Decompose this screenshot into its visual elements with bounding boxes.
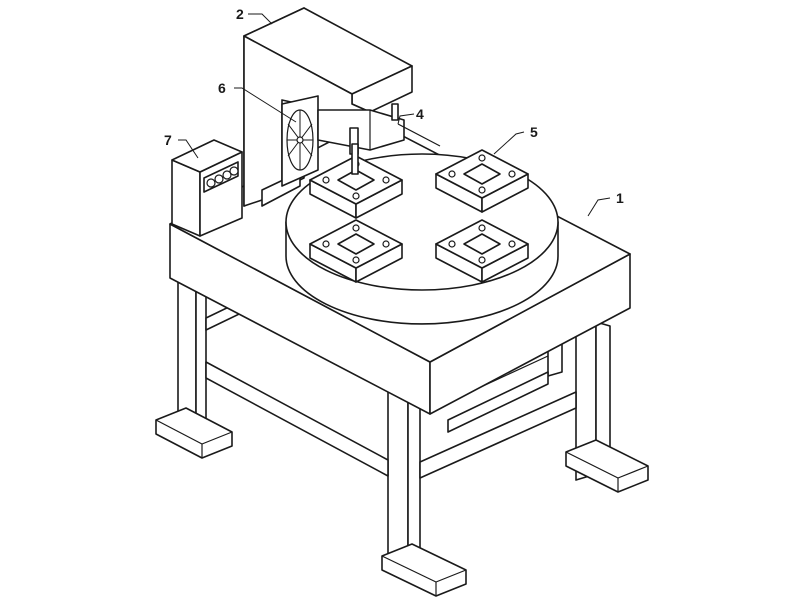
label-2: 2 [236,6,244,22]
foot-edge-6 [435,569,467,583]
leader-2 [248,13,273,25]
indicator-light [214,174,224,184]
mold-front-right [435,219,529,283]
mold-hole [508,240,516,248]
press-rod-right [391,103,399,121]
mold-hole [448,170,456,178]
foot-back-left [155,407,233,459]
indicator-light [229,166,239,176]
mold-hole [478,224,486,232]
mold-cavity [463,233,501,255]
label-4: 4 [416,106,424,122]
label-7: 7 [164,132,172,148]
press-punch [351,143,359,175]
leg-back-left [177,275,197,427]
label-1: 1 [616,190,624,206]
foot-edge-1 [155,419,203,445]
foot-edge-7 [565,451,619,479]
mold-cavity [463,163,501,185]
mold-cavity [337,233,375,255]
mold-hole [322,176,330,184]
leader-7 [178,139,199,159]
mold-hole [478,186,486,194]
mold-hole [478,256,486,264]
mold-hole [322,240,330,248]
mold-hole [508,170,516,178]
press-guide [397,123,441,147]
mold-front-left [309,219,403,283]
stretcher-left [205,361,389,477]
mold-hole [352,192,360,200]
stretcher-front [419,391,577,479]
mold-hole [352,256,360,264]
mold-back-right [435,149,529,213]
control-box-side [171,159,201,237]
foot-front-left [381,543,467,597]
leader-5 [493,131,525,155]
leader-1 [587,197,611,217]
leader-6 [234,87,297,123]
indicator-light [206,178,216,188]
foot-edge-4 [381,555,437,583]
fan-hub [296,136,304,144]
leg-front-left [387,381,409,567]
leader-4 [397,113,415,125]
foot-edge-9 [617,465,649,479]
mold-hole [352,224,360,232]
mold-hole [382,240,390,248]
fan [281,95,319,187]
mold-hole [478,154,486,162]
mold-hole [382,176,390,184]
foot-edge-3 [201,431,233,445]
callout-labels: 2 6 4 5 1 7 [164,6,624,206]
mold-hole [448,240,456,248]
foot-front-right [565,439,649,493]
press-head [317,103,441,175]
control-box-top [171,139,243,173]
leg-back-left-side [195,275,207,421]
label-6: 6 [218,80,226,96]
label-5: 5 [530,124,538,140]
indicator-light [222,170,232,180]
control-box [171,139,243,237]
mold-cavity [337,169,375,191]
stretcher-rear-right [447,371,549,433]
leader-lines [178,13,611,217]
mold-back-left [309,155,403,219]
